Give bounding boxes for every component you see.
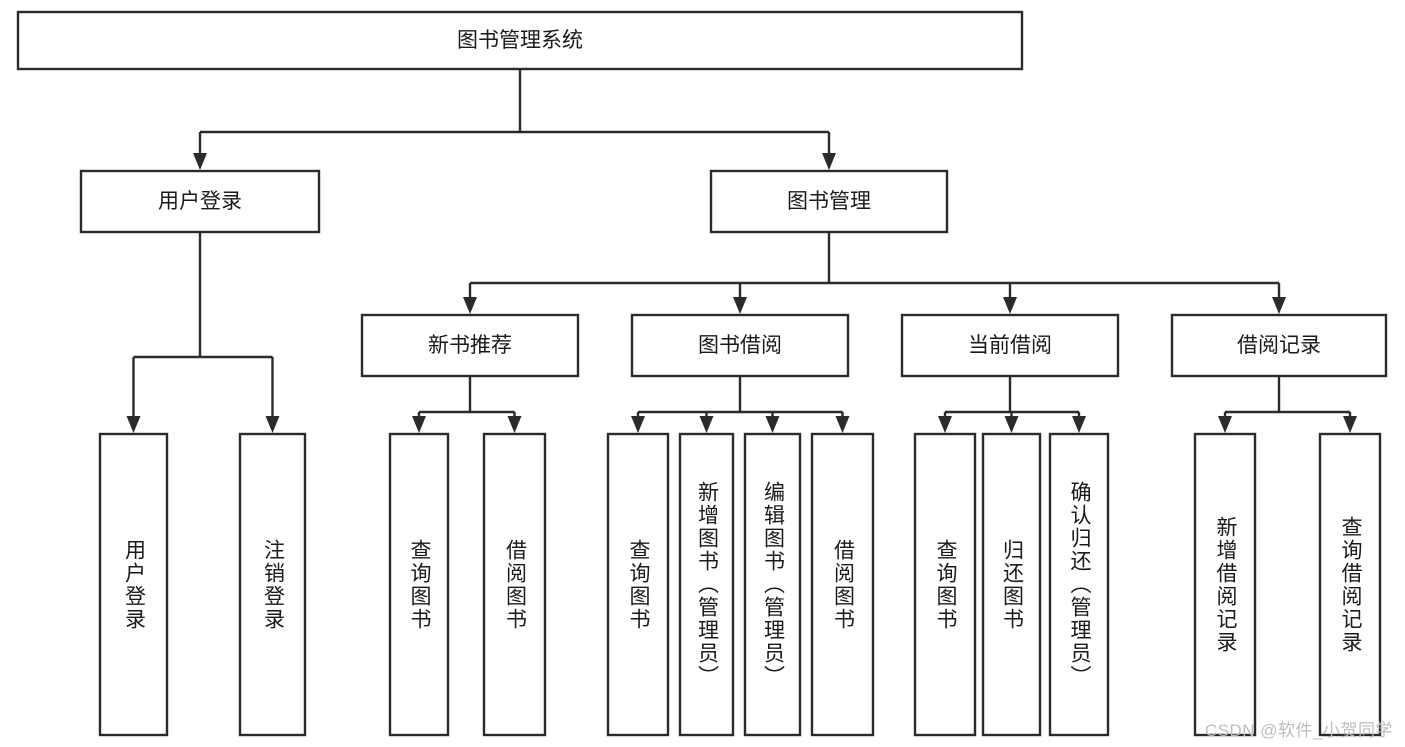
node-label-new-book-recommend: 新书推荐: [428, 334, 512, 357]
node-box-borrow-record[interactable]: [1170, 313, 1388, 378]
node-box-new-book-recommend[interactable]: [360, 313, 580, 378]
node-box-book-borrow[interactable]: [630, 313, 850, 378]
node-box-user-login[interactable]: [79, 169, 321, 234]
arrowhead-icon: [265, 416, 280, 433]
node-box-book-manage[interactable]: [709, 169, 949, 234]
arrowhead-icon: [507, 416, 522, 433]
node-box-leaf-query-book-borrow[interactable]: [606, 432, 670, 737]
node-box-leaf-confirm-return[interactable]: [1048, 432, 1110, 737]
node-box-leaf-user-login[interactable]: [98, 432, 169, 737]
node-label-book-manage: 图书管理: [787, 190, 871, 213]
node-box-leaf-borrow-book[interactable]: [810, 432, 875, 737]
arrowhead-icon: [1343, 416, 1357, 433]
arrowhead-icon: [126, 416, 141, 433]
node-label-current-borrow: 当前借阅: [968, 334, 1052, 357]
node-box-leaf-edit-book[interactable]: [743, 432, 802, 737]
connector-layer: [126, 69, 1357, 433]
arrowhead-icon: [835, 416, 850, 433]
node-box-leaf-add-record[interactable]: [1193, 432, 1257, 737]
node-box-current-borrow[interactable]: [900, 313, 1120, 378]
arrowhead-icon: [938, 416, 952, 433]
arrowhead-icon: [1004, 416, 1019, 433]
node-box-leaf-logout[interactable]: [238, 432, 307, 737]
arrowhead-icon: [733, 297, 747, 314]
node-box-leaf-query-book-current[interactable]: [913, 432, 977, 737]
csdn-watermark: CSDN @软件_小贺同学: [1204, 721, 1393, 740]
node-box-leaf-query-book-rec[interactable]: [388, 432, 450, 737]
arrowhead-icon: [1072, 416, 1086, 433]
arrowhead-icon: [631, 416, 645, 433]
arrowhead-icon: [1003, 297, 1017, 314]
node-box-leaf-add-book[interactable]: [678, 432, 735, 737]
arrowhead-icon: [463, 297, 477, 314]
node-box-layer: [16, 10, 1388, 737]
node-box-leaf-query-record[interactable]: [1318, 432, 1382, 737]
arrowhead-icon: [1272, 297, 1286, 314]
node-label-user-login: 用户登录: [158, 190, 242, 213]
node-box-root[interactable]: [16, 10, 1024, 71]
arrowhead-icon: [1218, 416, 1232, 433]
node-label-book-borrow: 图书借阅: [698, 334, 782, 357]
node-label-borrow-record: 借阅记录: [1237, 334, 1321, 357]
node-box-leaf-return-book[interactable]: [981, 432, 1042, 737]
node-label-root: 图书管理系统: [457, 29, 583, 52]
arrowhead-icon: [765, 416, 780, 433]
arrowhead-icon: [699, 416, 714, 433]
arrowhead-icon: [412, 416, 426, 433]
arrowhead-icon: [193, 153, 207, 170]
node-box-leaf-borrow-book-rec[interactable]: [482, 432, 547, 737]
arrowhead-icon: [822, 153, 836, 170]
